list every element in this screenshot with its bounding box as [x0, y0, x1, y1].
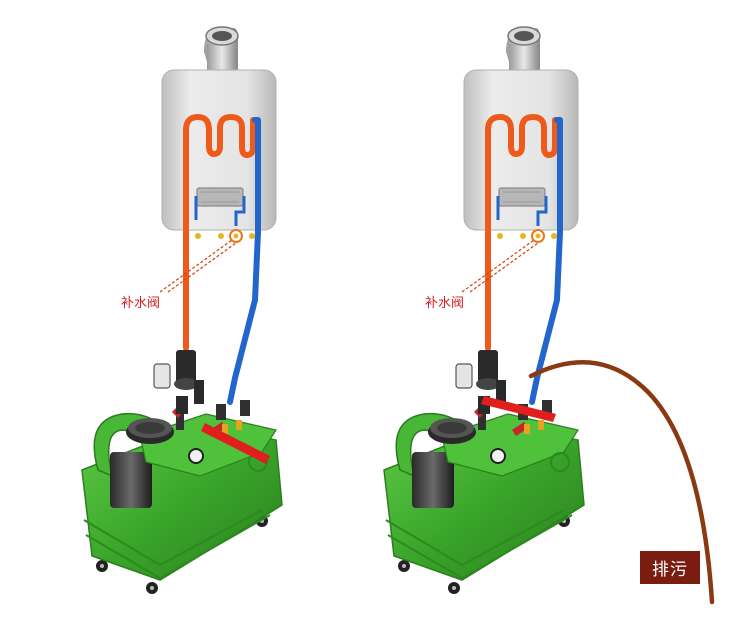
drain-label: 排污 [640, 551, 700, 584]
flow-arrow-left [201, 423, 270, 464]
flow-arrow-right [481, 396, 556, 422]
valve-label-left: 补水阀 [121, 296, 160, 311]
panel-right: 补水阀 [384, 27, 715, 605]
panel-left: 补水阀 [82, 27, 282, 594]
valve-label-right: 补水阀 [425, 296, 464, 311]
drain-hose [528, 360, 715, 605]
